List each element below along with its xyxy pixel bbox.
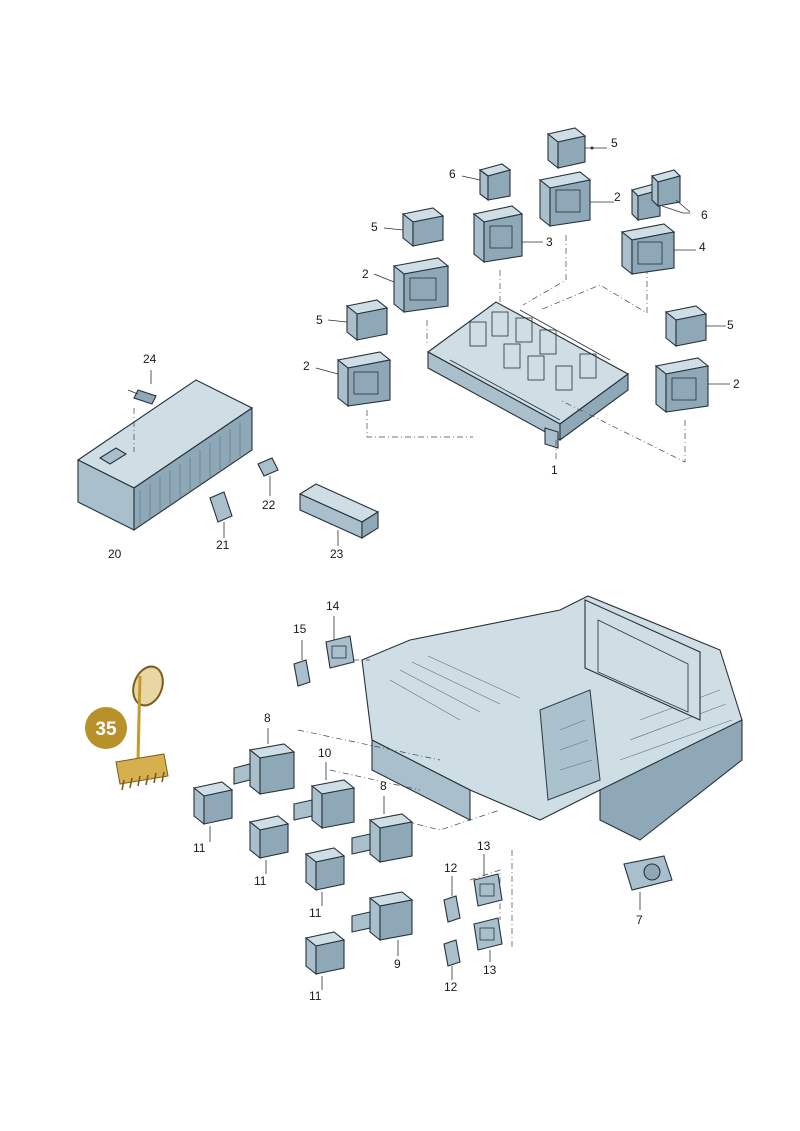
callout-14: 14 — [326, 599, 340, 613]
callout-20: 20 — [108, 547, 122, 561]
callout-23: 23 — [330, 547, 344, 561]
fuse-22 — [257, 457, 279, 496]
callout-3: 3 — [546, 235, 553, 249]
screw-24 — [127, 370, 157, 405]
callout-6: 6 — [701, 208, 708, 222]
callout-7: 7 — [636, 913, 643, 927]
callout-6: 6 — [449, 167, 456, 181]
relay-11-b — [248, 815, 290, 874]
fuse-12-lower — [443, 939, 461, 980]
relay-11-c — [304, 847, 346, 906]
callout-2: 2 — [614, 190, 621, 204]
callout-11: 11 — [309, 989, 322, 1003]
relay-11-a — [192, 781, 234, 842]
relay-5-right — [664, 305, 726, 348]
callout-9: 9 — [394, 957, 401, 971]
fuse-15 — [293, 640, 311, 687]
fuse-holder-14 — [325, 616, 355, 669]
relay-holder-3 — [472, 205, 543, 264]
part-badge-35: 35 — [85, 707, 127, 749]
assembly-lines-upper — [366, 235, 686, 463]
badge-circle — [85, 707, 127, 749]
fuse-strip-23 — [298, 483, 380, 546]
callout-21: 21 — [216, 538, 230, 552]
callout-11: 11 — [254, 874, 267, 888]
callout-8: 8 — [380, 779, 387, 793]
relay-holder-10 — [293, 762, 356, 830]
callout-12: 12 — [444, 980, 458, 994]
carrier-bracket — [361, 595, 743, 841]
relay-holder-2-right-lower — [654, 357, 730, 414]
callout-2: 2 — [303, 359, 310, 373]
relay-5-top — [546, 127, 607, 170]
callout-8: 8 — [264, 711, 271, 725]
callout-labels: 5 6 2 6 5 3 4 2 5 5 24 2 2 1 22 21 20 23… — [108, 136, 740, 1003]
connector-housing-20 — [76, 379, 254, 532]
fuse-holder-13-upper — [473, 854, 503, 907]
callout-5: 5 — [316, 313, 323, 327]
callout-10: 10 — [318, 746, 332, 760]
relay-5-left — [383, 207, 445, 248]
callout-2: 2 — [733, 377, 740, 391]
callout-4: 4 — [699, 240, 706, 254]
relay-holder-2-right — [538, 171, 614, 228]
relay-holder-2-left — [373, 257, 450, 314]
relay-6-right-pair — [630, 169, 691, 222]
callout-5: 5 — [371, 220, 378, 234]
callout-13: 13 — [477, 839, 491, 853]
relay-holder-4 — [620, 223, 696, 276]
callout-5: 5 — [727, 318, 734, 332]
callout-11: 11 — [309, 906, 322, 920]
relay-holder-9 — [351, 891, 414, 956]
callout-2: 2 — [362, 267, 369, 281]
callout-1: 1 — [551, 463, 558, 477]
relay-6-left — [461, 163, 512, 202]
badge-label: 35 — [95, 719, 117, 740]
mount-clip-7 — [623, 855, 673, 910]
callout-11: 11 — [193, 841, 206, 855]
fuse-12-upper — [443, 876, 461, 923]
relay-11-d — [304, 931, 346, 990]
relay-holder-2-mid-left — [315, 351, 392, 408]
fuse-holder-13-lower — [473, 917, 503, 962]
puller-tool-35 — [115, 665, 169, 791]
relay-carrier-base — [426, 301, 630, 449]
relay-holder-8-lower — [351, 796, 414, 864]
callout-5: 5 — [611, 136, 618, 150]
callout-24: 24 — [143, 352, 157, 366]
callout-22: 22 — [262, 498, 276, 512]
callout-15: 15 — [293, 622, 307, 636]
callout-12: 12 — [444, 861, 458, 875]
fuse-21 — [209, 491, 233, 538]
relay-holder-8-upper — [233, 728, 296, 796]
relay-5-mid-left — [327, 299, 389, 342]
callout-13: 13 — [483, 963, 497, 977]
